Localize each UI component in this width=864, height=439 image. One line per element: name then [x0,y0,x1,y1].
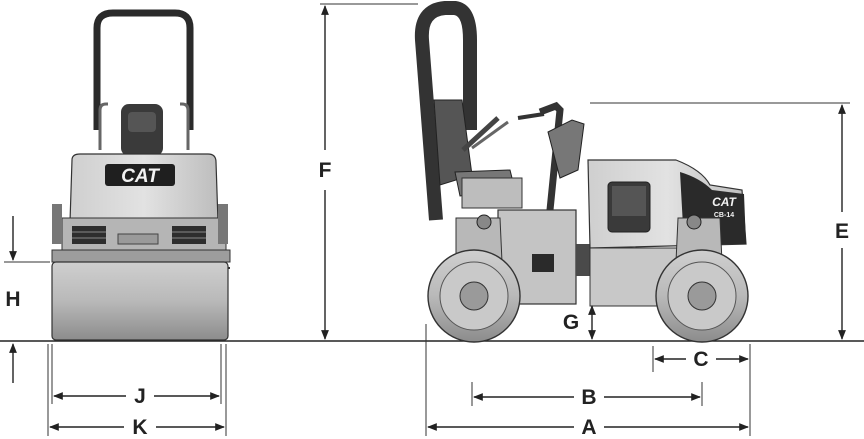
dimension-label-j: J [134,385,146,408]
dimension-label-k: K [132,416,147,439]
dimension-label-b: B [581,386,596,409]
dimension-b: B [471,382,703,409]
dimension-label-g: G [563,311,579,334]
dimension-e: E [590,102,850,340]
dimension-label-f: F [319,159,332,182]
dimension-j: J [51,344,222,408]
side-cat-logo: CAT [712,195,737,209]
dimension-f: F [319,3,418,340]
dimension-a: A [425,324,751,439]
dimension-label-a: A [581,416,596,439]
dimension-h: H [4,216,50,383]
side-model-label: CB-14 [714,212,734,219]
dimension-label-e: E [835,220,849,243]
dimension-c: C [652,346,749,372]
dimension-g: G [563,305,596,340]
front-cat-logo: CAT [121,166,160,187]
roller-front-view: CAT [51,9,231,341]
dimension-label-c: C [693,348,708,371]
roller-side-view: CAT CB-14 [414,1,749,343]
dimension-k: K [47,344,227,439]
dimension-label-h: H [5,288,20,311]
